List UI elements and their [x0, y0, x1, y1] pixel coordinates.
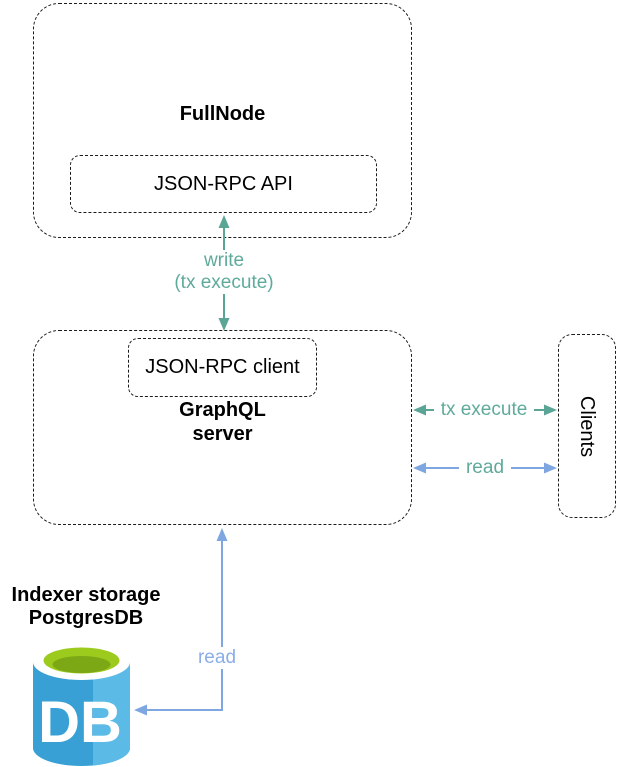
json-rpc-api-label: JSON-RPC API — [154, 172, 293, 195]
graphql-title-line2: server — [192, 423, 253, 445]
fullnode-box — [33, 3, 412, 238]
postgres-db-icon: DB — [33, 644, 130, 766]
indexer-title-line2: PostgresDB — [28, 607, 144, 629]
clients-label: Clients — [576, 395, 599, 457]
json-rpc-api-box: JSON-RPC API — [70, 155, 377, 213]
tx-execute-label: tx execute — [434, 399, 534, 421]
clients-box: Clients — [558, 334, 616, 518]
write-arrow-label: write (tx execute) — [154, 250, 294, 294]
fullnode-title: FullNode — [179, 103, 266, 125]
json-rpc-client-label: JSON-RPC client — [145, 356, 300, 378]
write-label-line2: (tx execute) — [174, 272, 274, 293]
json-rpc-client-box: JSON-RPC client — [128, 338, 317, 397]
indexer-title-line1: Indexer storage — [11, 584, 161, 606]
read-clients-label: read — [459, 457, 511, 479]
graphql-title-line1: GraphQL — [179, 399, 266, 421]
db-icon-label: DB — [38, 690, 122, 755]
read-db-label: read — [191, 647, 243, 669]
indexer-storage-title: Indexer storage PostgresDB — [0, 584, 172, 630]
graphql-server-title: GraphQL server — [33, 398, 412, 446]
write-label-line1: write — [203, 250, 245, 271]
